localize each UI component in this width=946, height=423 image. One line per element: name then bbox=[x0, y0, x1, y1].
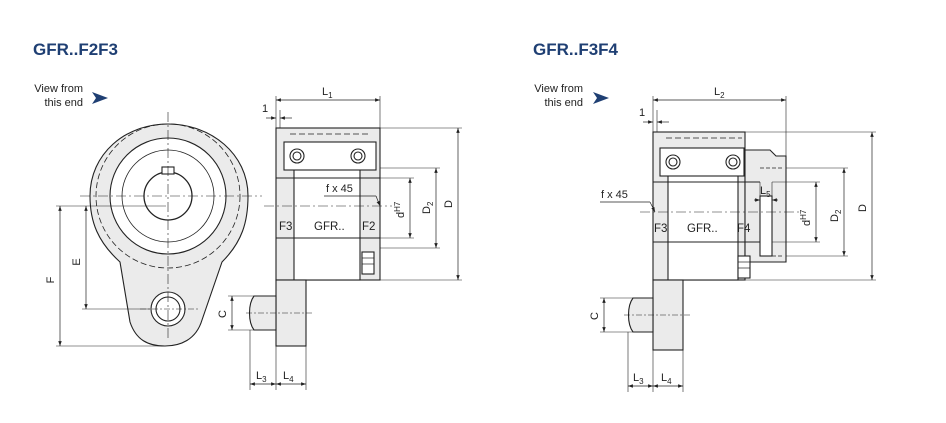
flange-label-f2: F2 bbox=[362, 221, 375, 233]
dim-label-l4-sub: 4 bbox=[289, 375, 294, 384]
view-note-line-1: View from bbox=[34, 83, 83, 95]
dim-label-d2: D2 bbox=[421, 201, 435, 214]
dim-label-e: E bbox=[71, 258, 83, 265]
flange-label-f4: F4 bbox=[737, 223, 751, 235]
dim-label-l3-main: L bbox=[633, 372, 639, 384]
dim-label-bore-tol: H7 bbox=[393, 201, 402, 212]
dim-label-chamfer: f x 45 bbox=[601, 189, 628, 201]
dim-label-c: C bbox=[217, 310, 229, 318]
bearing-cage bbox=[283, 141, 377, 171]
dim-label-l3-sub: 3 bbox=[262, 375, 267, 384]
flange-label-f3: F3 bbox=[654, 223, 667, 235]
chamfer-arrow bbox=[375, 195, 381, 207]
bearing-ball-inner bbox=[728, 157, 738, 167]
dim-label-l4-sub: 4 bbox=[667, 377, 672, 386]
dim-label-l1-sub: 1 bbox=[328, 91, 333, 100]
dim-label-d2-main: D bbox=[421, 206, 433, 214]
dim-label-l2-main: L bbox=[714, 86, 720, 98]
dim-label-l1-main: L bbox=[322, 86, 328, 98]
view-note-line-2: this end bbox=[544, 97, 583, 109]
dim-label-l4-main: L bbox=[661, 372, 667, 384]
bearing-ball bbox=[350, 148, 366, 164]
dim-label-f: F bbox=[45, 276, 57, 283]
bearing-cage bbox=[659, 147, 745, 177]
dim-label-l4: L4 bbox=[661, 372, 672, 386]
dim-label-outer: D bbox=[443, 200, 455, 208]
dim-label-l5: L5 bbox=[760, 185, 771, 199]
inner-sleeve bbox=[667, 171, 739, 281]
grub-screw bbox=[737, 255, 751, 279]
model-label: GFR.. bbox=[314, 221, 345, 233]
bearing-ball-inner bbox=[668, 157, 678, 167]
dim-label-bore-main: d bbox=[395, 212, 407, 218]
dim-label-bore-main: d bbox=[801, 220, 813, 226]
dim-label-l1: L1 bbox=[322, 86, 333, 100]
side-view-right bbox=[600, 96, 876, 392]
dim-label-l3-main: L bbox=[256, 370, 262, 382]
pitch-circle bbox=[95, 123, 241, 269]
view-arrow-left-icon bbox=[92, 92, 108, 104]
dim-label-1: 1 bbox=[639, 107, 645, 119]
dim-label-bore: dH7 bbox=[393, 201, 407, 218]
dim-label-bore-tol: H7 bbox=[799, 209, 808, 220]
dim-label-l2: L2 bbox=[714, 86, 725, 100]
dim-label-l3-sub: 3 bbox=[639, 377, 644, 386]
dim-label-d2-main: D bbox=[829, 214, 841, 222]
flange-label-f3: F3 bbox=[279, 221, 292, 233]
dim-label-d2-sub: 2 bbox=[834, 209, 843, 214]
bearing-ball-inner bbox=[292, 151, 302, 161]
dim-label-l3: L3 bbox=[256, 370, 267, 384]
dim-label-l4-main: L bbox=[283, 370, 289, 382]
bearing-ball bbox=[289, 148, 305, 164]
dim-label-outer: D bbox=[857, 204, 869, 212]
dim-label-bore: dH7 bbox=[799, 209, 813, 226]
grub-screw bbox=[361, 251, 375, 275]
bearing-ball bbox=[725, 154, 741, 170]
dim-label-d2: D2 bbox=[829, 209, 843, 222]
view-note-right: View from this end bbox=[531, 82, 583, 110]
dim-label-c: C bbox=[589, 312, 601, 320]
dim-label-l4: L4 bbox=[283, 370, 294, 384]
dim-label-chamfer: f x 45 bbox=[326, 183, 353, 195]
front-view-left bbox=[56, 112, 262, 347]
dim-label-l3: L3 bbox=[633, 372, 644, 386]
side-view-left bbox=[228, 96, 462, 390]
chamfer-arrow bbox=[649, 201, 656, 213]
dim-label-1: 1 bbox=[262, 103, 268, 115]
view-arrow-right-icon bbox=[593, 92, 609, 104]
view-note-left: View from this end bbox=[31, 82, 83, 110]
model-label: GFR.. bbox=[687, 223, 718, 235]
diagram-title-f2f3: GFR..F2F3 bbox=[33, 40, 119, 59]
inner-sleeve bbox=[293, 167, 361, 281]
bearing-ball-inner bbox=[353, 151, 363, 161]
view-note-line-1: View from bbox=[534, 83, 583, 95]
view-note-line-2: this end bbox=[44, 97, 83, 109]
bearing-ball bbox=[665, 154, 681, 170]
flange-step bbox=[759, 195, 773, 257]
diagram-title-f3f4: GFR..F3F4 bbox=[533, 40, 619, 59]
dim-label-l5-sub: 5 bbox=[766, 190, 771, 199]
dim-label-d2-sub: 2 bbox=[426, 201, 435, 206]
dim-label-l2-sub: 2 bbox=[720, 91, 725, 100]
dim-label-l5-main: L bbox=[760, 185, 766, 197]
